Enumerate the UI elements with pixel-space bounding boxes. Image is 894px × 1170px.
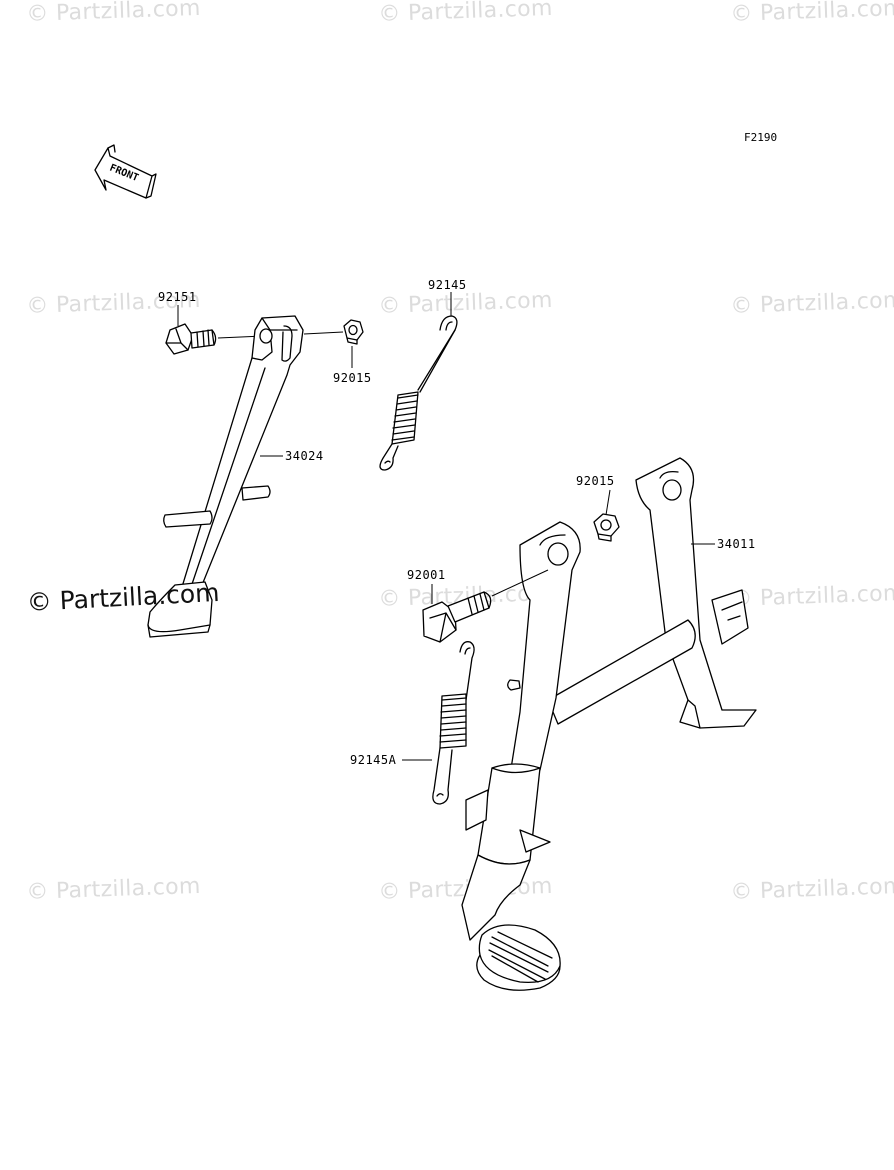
front-arrow-icon: FRONT [94, 144, 157, 199]
nut-92015-upper [303, 319, 364, 345]
part-label-92151[interactable]: 92151 [158, 290, 197, 304]
part-label-34024[interactable]: 34024 [285, 449, 324, 463]
part-label-92015[interactable]: 92015 [333, 371, 372, 385]
figure-code: F2190 [744, 131, 778, 144]
part-label-92145A[interactable]: 92145A [350, 753, 397, 767]
bolt-92001 [422, 569, 549, 643]
side-stand-34024 [147, 315, 304, 638]
part-label-34011[interactable]: 34011 [717, 537, 756, 551]
leader-lines [177, 292, 715, 761]
spring-92145A [432, 641, 475, 805]
spring-92145 [379, 315, 458, 471]
nut-92015-lower [593, 489, 620, 542]
part-label-92001[interactable]: 92001 [407, 568, 446, 582]
main-stand-34011 [461, 457, 757, 991]
part-label-92015[interactable]: 92015 [576, 474, 615, 488]
bolt-92151 [165, 323, 263, 355]
part-label-92145[interactable]: 92145 [428, 278, 467, 292]
